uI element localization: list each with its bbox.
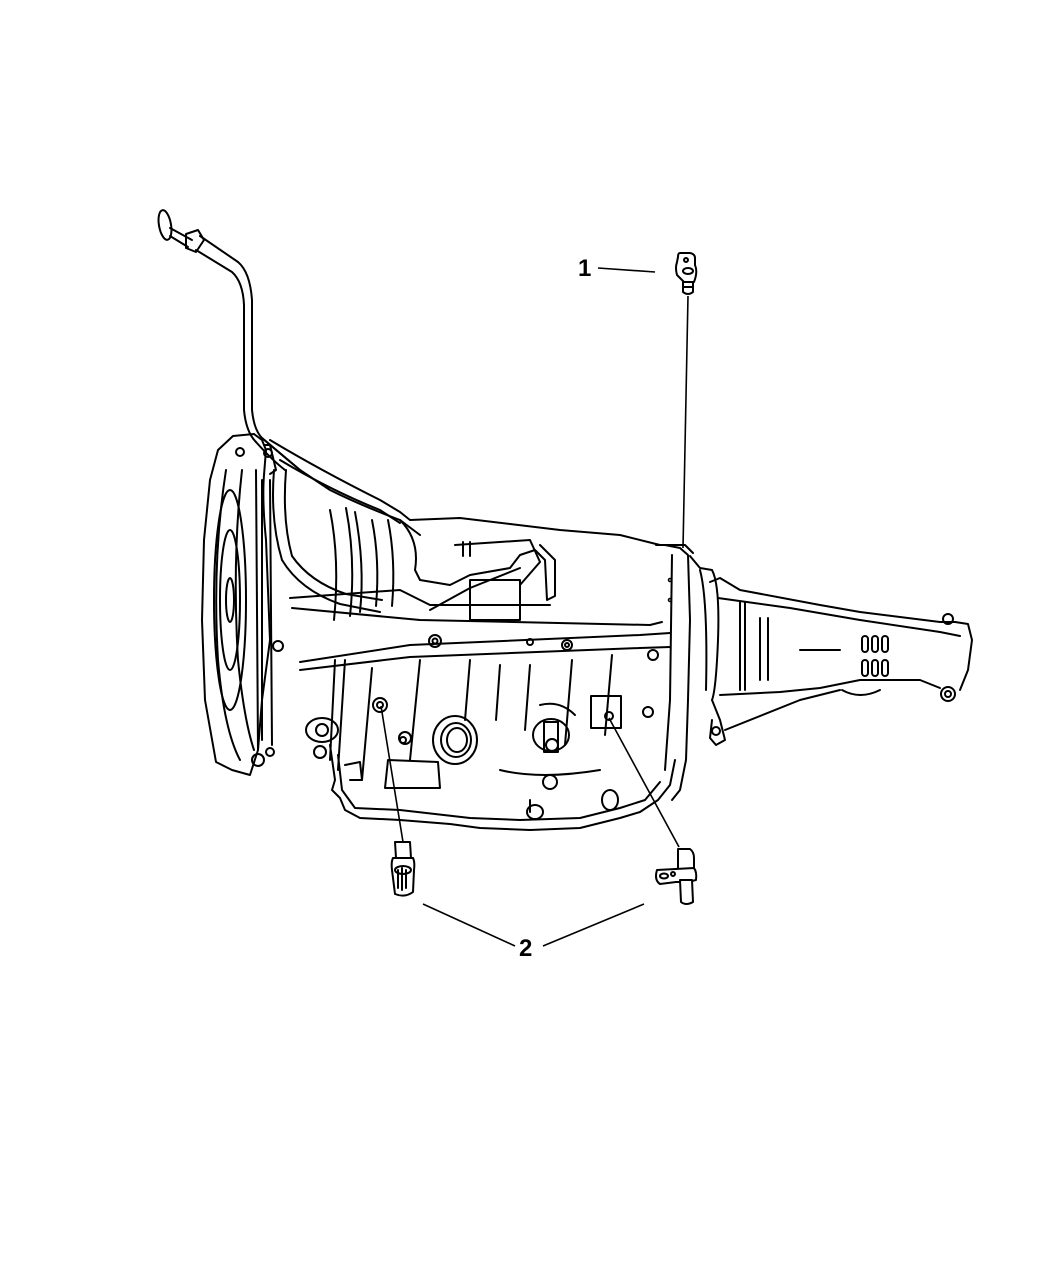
install-path-right	[608, 717, 680, 848]
install-path-left	[380, 705, 404, 843]
leader-1-sensor	[682, 295, 689, 549]
leader-2-left	[422, 903, 516, 947]
oil-pan	[329, 744, 676, 831]
callout-2: 2	[519, 935, 533, 962]
sensor-bottom-right	[655, 848, 698, 905]
dipstick-tube	[157, 209, 421, 613]
callout-1: 1	[578, 255, 592, 282]
bell-housing	[201, 433, 284, 776]
leader-lines	[380, 267, 689, 947]
leader-2-right	[542, 903, 645, 947]
sensor-bottom-left	[390, 841, 416, 897]
sensor-top	[675, 252, 698, 295]
leader-1-label	[597, 267, 656, 273]
extension-housing	[689, 555, 973, 746]
transmission-case	[269, 439, 694, 801]
